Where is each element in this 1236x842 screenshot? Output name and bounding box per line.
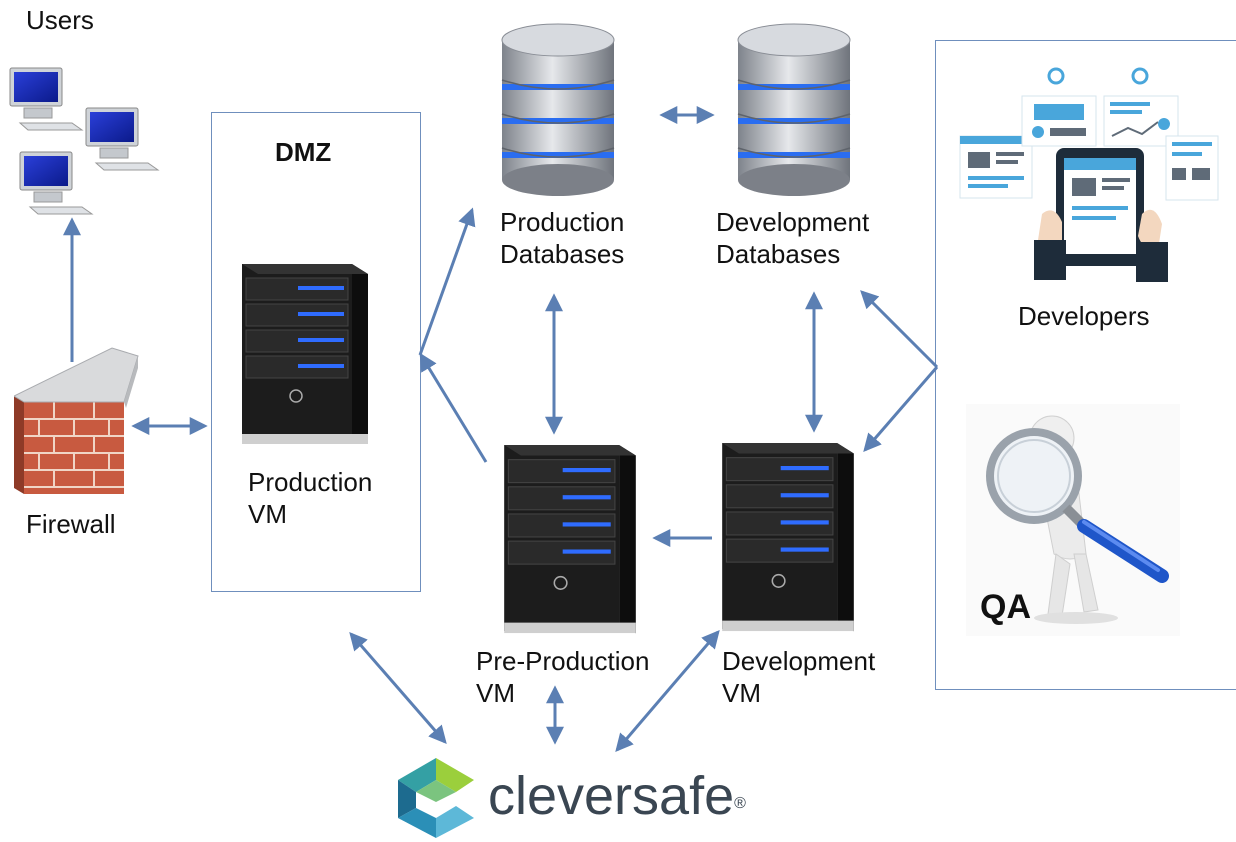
desktop-computer-icon [9,67,160,215]
production-databases-label-line2: Databases [500,239,625,269]
preproduction-vm-label: Pre-Production VM [476,645,649,709]
firewall-label: Firewall [26,509,116,539]
database-cylinder-icon [737,23,851,196]
production-vm-label-line1: Production [248,467,373,497]
dmz-label: DMZ [275,137,332,167]
preproduction-vm-label-line2: VM [476,678,515,708]
server-tower-icon [722,443,854,632]
development-vm-label-line2: VM [722,678,761,708]
development-databases-label-line2: Databases [716,239,841,269]
arrow-prodvm-to-proddb [418,207,476,356]
server-tower-icon [242,264,368,444]
qa-label: QA [980,588,1031,626]
preproduction-vm-label-line1: Pre-Production [476,646,650,676]
database-cylinder-icon [501,23,615,196]
users-label: Users [26,5,94,35]
arrow-devvm-cleversafe [615,629,720,753]
production-vm-label: Production VM [248,466,372,530]
arrow-devs-to-devvm [863,366,939,453]
registered-mark: ® [734,795,746,812]
cleversafe-logo-icon [398,758,474,838]
development-vm-label-line1: Development [722,646,876,676]
magnifying-glass-figure-icon [966,404,1180,636]
development-databases-label-line1: Development [716,207,870,237]
arrow-preprodvm-to-prodvm [419,352,488,463]
brand-text: cleversafe [488,766,735,826]
developers-label: Developers [1018,301,1150,331]
production-vm-label-line2: VM [248,499,287,529]
development-vm-label: Development VM [722,645,875,709]
arrow-devs-to-devdb [860,290,939,369]
development-databases-label: Development Databases [716,206,869,270]
arrow-prodvm-cleversafe [349,631,447,745]
brick-wall-icon [14,347,139,494]
tablet-dashboard-icon [959,67,1219,282]
production-databases-label: Production Databases [500,206,624,270]
cleversafe-wordmark: cleversafe® [488,764,746,828]
production-databases-label-line1: Production [500,207,625,237]
server-tower-icon [504,445,636,634]
